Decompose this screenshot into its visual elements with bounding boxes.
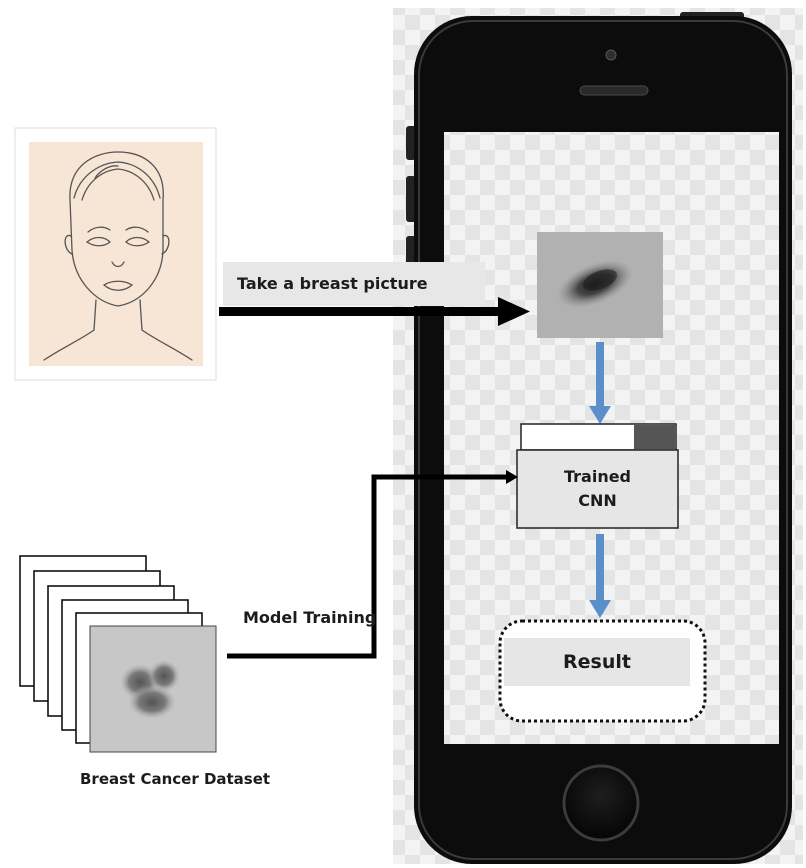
dataset-label: Breast Cancer Dataset bbox=[80, 770, 271, 788]
arrow-model-training bbox=[227, 470, 518, 659]
front-camera-icon bbox=[605, 49, 617, 61]
trained-cnn-label: Trained CNN bbox=[517, 450, 678, 528]
arrow-take-picture bbox=[219, 297, 530, 326]
phone-mute-switch bbox=[406, 126, 416, 160]
take-picture-label: Take a breast picture bbox=[223, 262, 485, 306]
dataset-mammogram-image bbox=[89, 625, 217, 753]
face-sketch-icon bbox=[14, 127, 217, 381]
speaker-grille-icon bbox=[579, 85, 649, 96]
trained-cnn-label-line1: Trained bbox=[563, 467, 632, 486]
captured-mammogram-image bbox=[537, 232, 663, 338]
home-button-icon bbox=[562, 764, 640, 842]
phone-bezel-edge bbox=[418, 20, 788, 860]
trained-cnn-box bbox=[516, 423, 679, 529]
blue-arrow-down-2 bbox=[589, 534, 611, 618]
result-box bbox=[504, 638, 690, 686]
trained-cnn-label-line2: CNN bbox=[578, 491, 617, 510]
phone-volume-up bbox=[406, 176, 416, 222]
result-label: Result bbox=[563, 651, 631, 673]
blue-arrow-down-1 bbox=[589, 342, 611, 424]
image-stack-icon bbox=[19, 555, 217, 753]
model-training-label: Model Training bbox=[243, 608, 377, 627]
